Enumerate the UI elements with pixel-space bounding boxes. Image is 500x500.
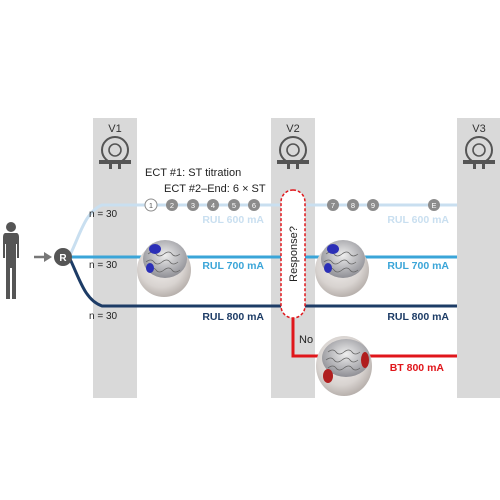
brain-3d-icon [137, 240, 191, 297]
arm-label-600-v1: RUL 600 mA [202, 214, 264, 226]
mri-scanner-icon [463, 136, 495, 169]
bt-label: BT 800 mA [390, 362, 445, 374]
session-marker: 2 [166, 199, 178, 211]
session-marker: 3 [187, 199, 199, 211]
session-marker: 1 [144, 198, 158, 212]
person-silhouette-icon [3, 222, 19, 299]
arm-n-800: n = 30 [89, 311, 118, 322]
mri-scanner-icon [99, 136, 131, 169]
arm-label-600-v3: RUL 600 mA [387, 214, 449, 226]
ect-rest-label: ECT #2–End: 6 × ST [164, 183, 266, 195]
session-marker-label: 1 [149, 201, 153, 210]
session-marker-label: 3 [191, 201, 195, 210]
session-marker: 6 [248, 199, 260, 211]
session-marker: 9 [367, 199, 379, 211]
session-marker-label: 6 [252, 201, 256, 210]
session-marker: 5 [228, 199, 240, 211]
visit-label-v2: V2 [286, 123, 299, 135]
arm-label-800-v3: RUL 800 mA [387, 311, 449, 323]
session-marker: 7 [327, 199, 339, 211]
visit-column-v3 [457, 118, 500, 398]
session-marker-label: 7 [331, 201, 335, 210]
brain-3d-icon [315, 240, 369, 297]
session-marker-label: 2 [170, 201, 174, 210]
response-box [280, 189, 306, 319]
arm-line-800 [68, 258, 457, 308]
randomization-label: R [59, 253, 67, 264]
arm-n-600: n = 30 [89, 209, 118, 220]
mri-scanner-icon [277, 136, 309, 169]
brain-3d-icon [316, 336, 372, 396]
visit-label-v1: V1 [108, 123, 121, 135]
session-marker: E [428, 199, 440, 211]
randomization-node [54, 248, 72, 266]
session-marker: 8 [347, 199, 359, 211]
visit-label-v3: V3 [472, 123, 485, 135]
no-label: No [299, 334, 313, 346]
session-marker: 4 [207, 199, 219, 211]
response-label: Response? [288, 226, 300, 282]
bt-branch-line [291, 318, 457, 358]
arm-n-700: n = 30 [89, 260, 118, 271]
ect-first-label: ECT #1: ST titration [145, 167, 241, 179]
arm-line-600 [68, 203, 457, 256]
session-marker-label: E [431, 201, 436, 210]
arm-label-700-v1: RUL 700 mA [202, 260, 264, 272]
arrow-head-icon [44, 252, 52, 262]
session-marker-label: 8 [351, 201, 355, 210]
arm-label-700-v3: RUL 700 mA [387, 260, 449, 272]
session-marker-label: 5 [232, 201, 236, 210]
session-marker-label: 9 [371, 201, 375, 210]
session-marker-label: 4 [211, 201, 215, 210]
arm-label-800-v1: RUL 800 mA [202, 311, 264, 323]
